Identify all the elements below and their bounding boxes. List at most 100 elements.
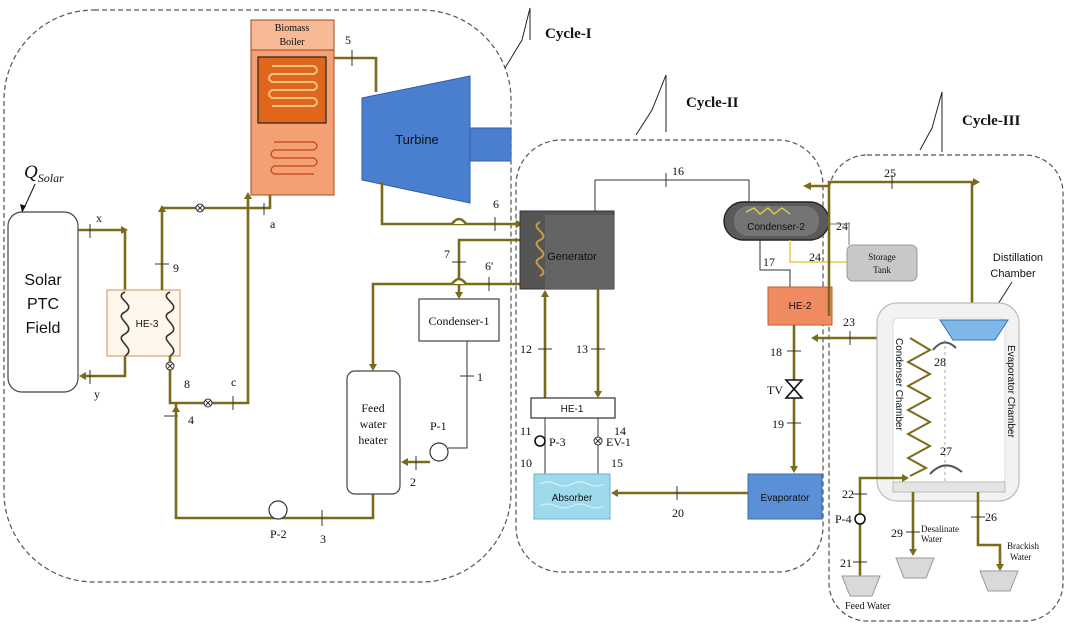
arrow-c (244, 192, 252, 199)
cycle-2-label: Cycle-II (686, 95, 739, 111)
arrow-2 (401, 458, 408, 466)
brackish-line2: Water (1010, 552, 1031, 562)
pipe-jump-1 (450, 217, 468, 225)
arrow-25-left (803, 182, 811, 190)
arrow-13 (594, 391, 602, 398)
state-12: 12 (520, 342, 532, 356)
evaporator-chamber-label: Evaporator Chamber (1005, 345, 1016, 438)
state-21: 21 (840, 556, 852, 570)
arrow-27-curve (929, 464, 963, 475)
state-6p: 6' (485, 259, 493, 273)
generator-coil (535, 221, 545, 277)
state-7: 7 (444, 247, 450, 261)
pipe-jump-2 (450, 277, 468, 285)
arrow-9 (158, 205, 166, 212)
cycle-2-boundary (515, 139, 824, 573)
pump-p1-label: P-1 (430, 419, 447, 433)
cycle-2-pointer (635, 74, 667, 136)
state-c: c (231, 375, 236, 389)
he-3-coil-right (165, 291, 175, 357)
arrow-12 (541, 290, 549, 297)
turbine (361, 75, 471, 204)
cycle-1-label: Cycle-I (545, 26, 592, 42)
state-26: 26 (985, 510, 997, 524)
state-a: a (270, 217, 276, 231)
pump-p3 (534, 435, 546, 447)
evaporator-label: Evaporator (761, 493, 811, 504)
brackish-basin (979, 570, 1019, 592)
state-24p: 24' (836, 219, 850, 233)
pipe-6 (380, 182, 520, 226)
generator-shade (545, 215, 614, 289)
pump-p1 (429, 442, 449, 462)
pump-p4-label: P-4 (835, 512, 852, 526)
cycle-3-label: Cycle-III (962, 113, 1020, 129)
storage-line1: Storage (868, 252, 896, 262)
feed-water-basin (841, 575, 881, 597)
cycle-1-pointer (504, 7, 531, 69)
desalinate-line2: Water (921, 534, 942, 544)
valve-c-x2 (204, 399, 212, 407)
valve-top-x2 (196, 204, 204, 212)
biomass-boiler-line2: Boiler (280, 37, 306, 48)
he-3-coil-left (120, 291, 130, 357)
state-24: 24 (809, 250, 821, 264)
pipe-16 (594, 179, 750, 211)
arrow-20 (611, 489, 618, 497)
state-y: y (94, 387, 100, 401)
state-27: 27 (940, 444, 952, 458)
he-3-label: HE-3 (136, 319, 159, 330)
pump-p2-label: P-2 (270, 527, 287, 541)
distillation-line1: Distillation (993, 252, 1043, 264)
distillation-tray (939, 319, 1009, 341)
state-10: 10 (520, 456, 532, 470)
arrow-x (121, 226, 128, 234)
arrow-19 (790, 466, 798, 473)
pump-p3-label: P-3 (549, 435, 566, 449)
biomass-boiler-line1: Biomass (275, 23, 310, 34)
pipe-x (78, 228, 127, 290)
feedwater-line1: Feed (361, 401, 384, 415)
valve-ev1-x2 (594, 437, 602, 445)
pipe-1 (448, 341, 468, 449)
he-3 (106, 289, 181, 357)
evaporator (747, 473, 823, 520)
generator-label: Generator (547, 251, 597, 263)
tv-label: TV (767, 383, 783, 397)
pipe-25 (827, 180, 974, 320)
state-x: x (96, 211, 102, 225)
pipe-8 (168, 195, 250, 405)
he-2 (767, 286, 833, 326)
state-20: 20 (672, 506, 684, 520)
he-1 (530, 397, 616, 419)
condenser-1-label: Condenser-1 (428, 314, 489, 328)
feed-water-label: Feed Water (845, 601, 891, 612)
pipe-5 (334, 56, 378, 92)
condenser-2-label: Condenser-2 (747, 222, 805, 233)
state-25: 25 (884, 166, 896, 180)
solar-field-line3: Field (26, 320, 61, 337)
cycle-1-boundary (3, 9, 512, 583)
arrow-29 (909, 549, 917, 556)
condenser-2-coil (745, 207, 791, 215)
state-18: 18 (770, 345, 782, 359)
state-28: 28 (934, 355, 946, 369)
desalinate-line1: Desalinate (921, 524, 959, 534)
state-5: 5 (345, 33, 351, 47)
condenser-chamber-coil (905, 337, 933, 477)
boiler-coil-lower (270, 141, 318, 175)
arrow-26 (996, 564, 1004, 571)
he-1-label: HE-1 (561, 404, 584, 415)
arrow-7 (455, 292, 463, 299)
arrow-25-right (973, 178, 980, 186)
absorber-texture (539, 481, 605, 509)
biomass-boiler-header (250, 19, 335, 51)
storage-line2: Tank (873, 265, 891, 275)
state-19: 19 (772, 417, 784, 431)
solar-field-line1: Solar (24, 272, 62, 289)
state-4: 4 (188, 413, 194, 427)
arrow-28-curve (932, 341, 957, 351)
desalinate-basin (895, 557, 935, 579)
pipe-26 (976, 492, 1002, 568)
